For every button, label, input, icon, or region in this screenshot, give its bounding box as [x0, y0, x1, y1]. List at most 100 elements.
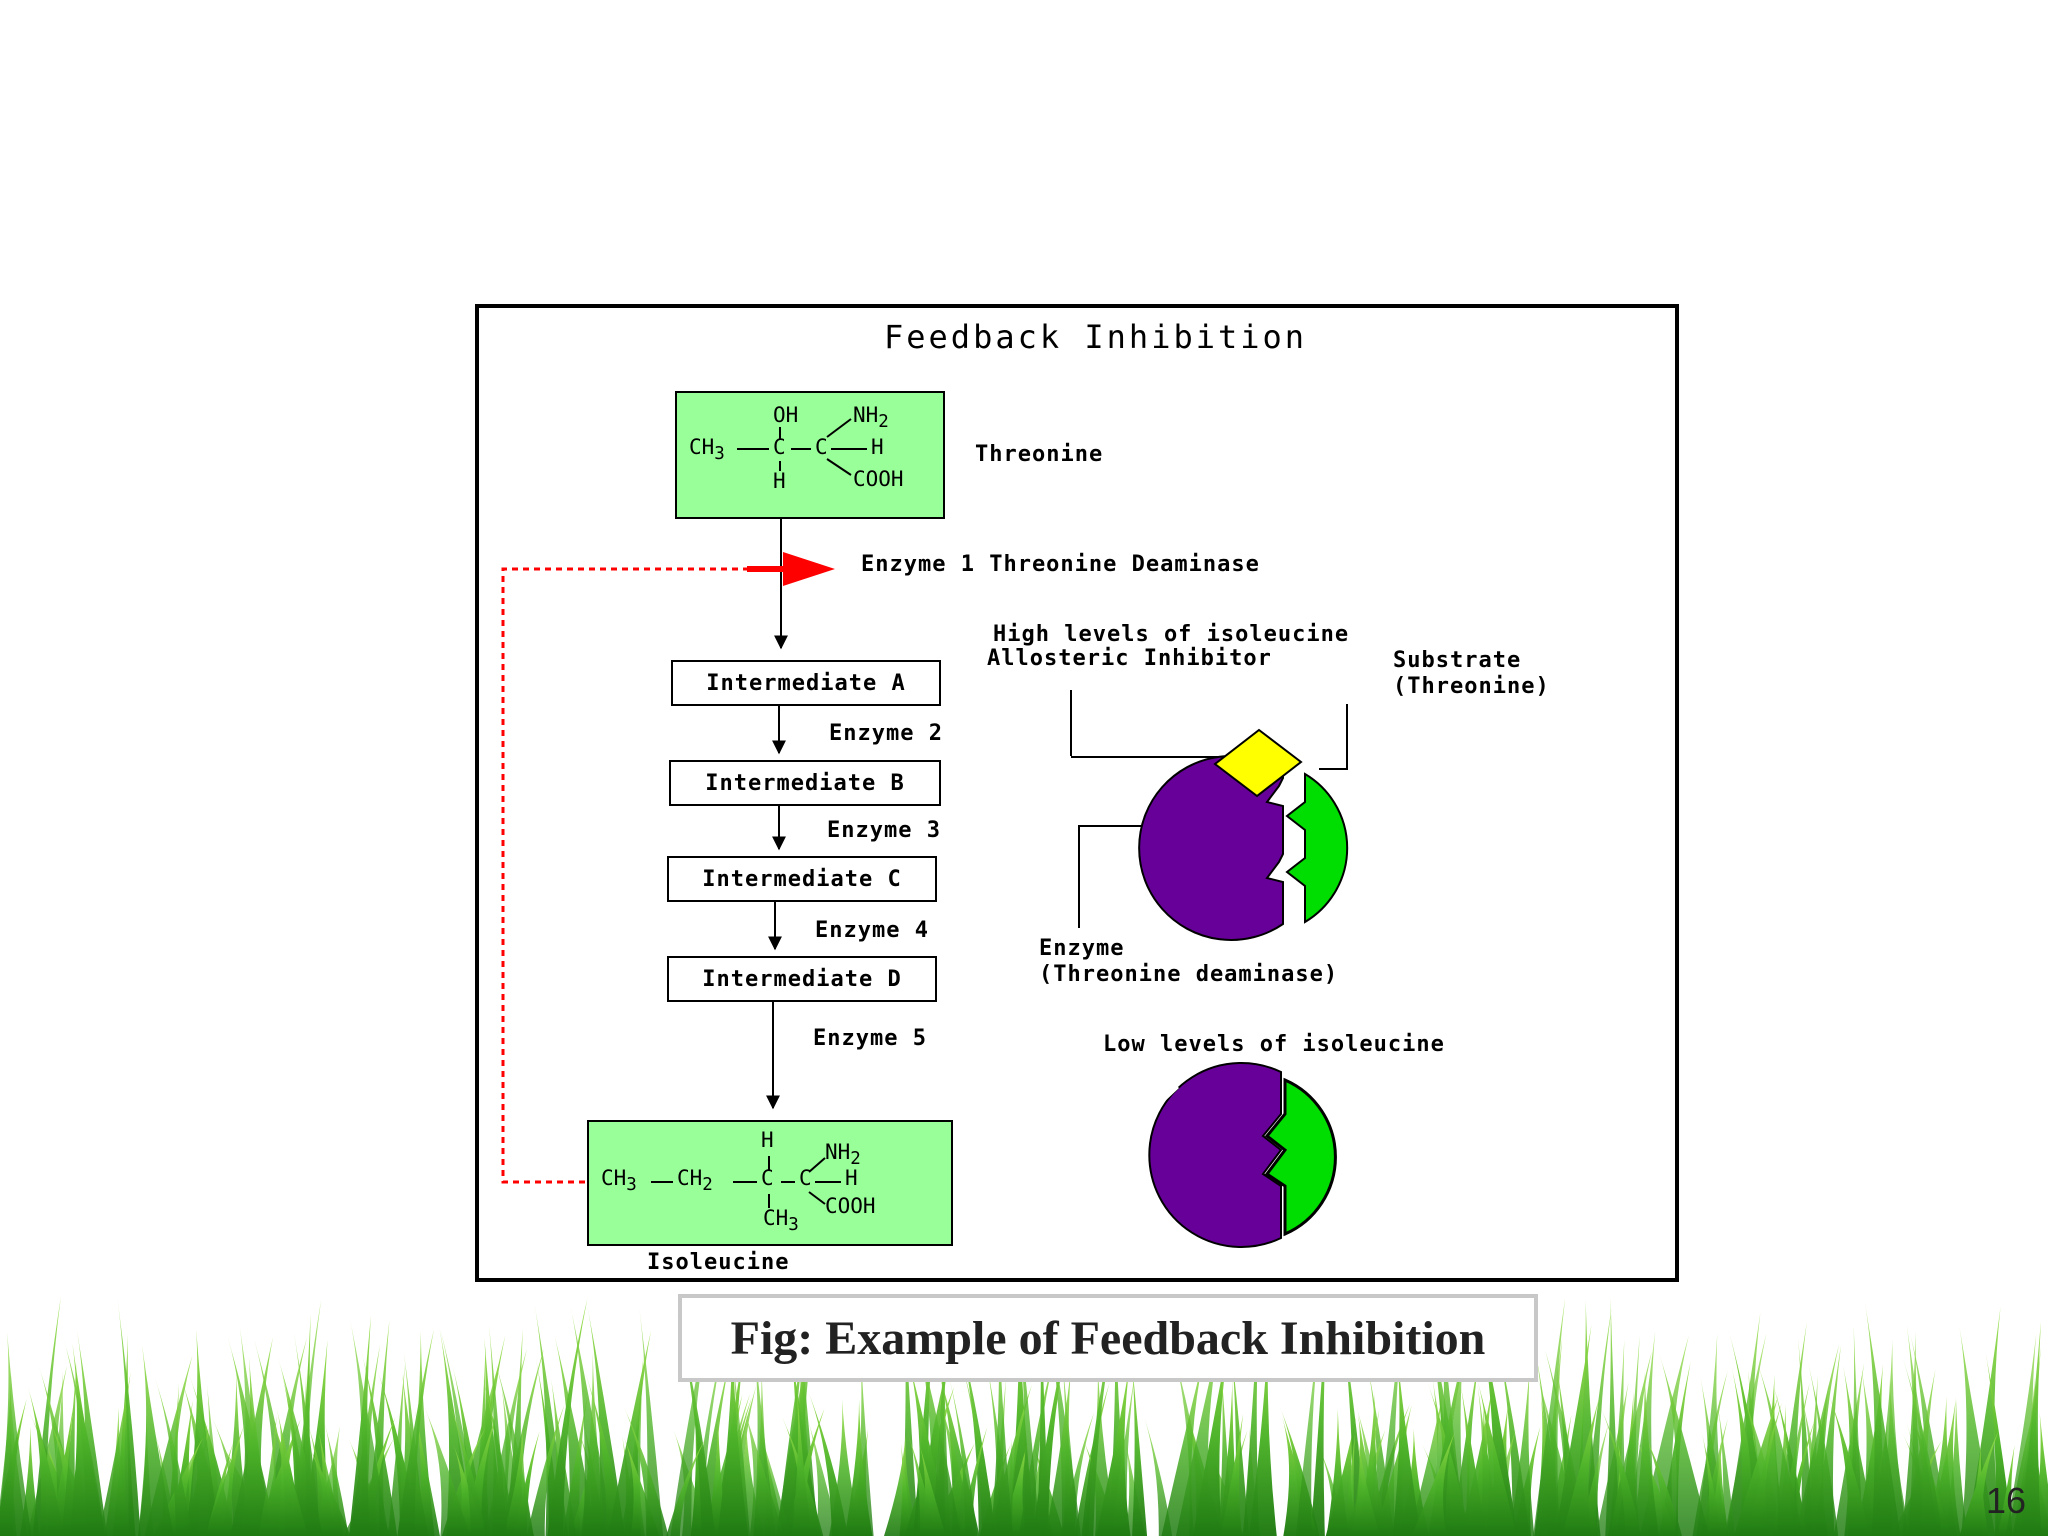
grass-blade — [732, 1353, 751, 1536]
grass-blade — [138, 1345, 174, 1536]
grass-blade — [1756, 1360, 1804, 1536]
substrate-label: Substrate — [1393, 648, 1522, 673]
allosteric-inhibitor-label: Allosteric Inhibitor — [987, 646, 1272, 671]
grass-blade — [949, 1378, 978, 1536]
grass-blade — [1966, 1306, 2001, 1536]
feedback-arrow-shaft — [747, 566, 787, 572]
grass-blade — [1959, 1326, 1996, 1536]
grass-blade — [1282, 1417, 1319, 1536]
grass-blade — [639, 1308, 664, 1536]
grass-blade — [61, 1362, 77, 1536]
grass-blade — [1700, 1418, 1728, 1536]
grass-blade — [717, 1331, 749, 1536]
figure-caption: Fig: Example of Feedback Inhibition — [678, 1294, 1538, 1382]
grass-blade — [1310, 1305, 1327, 1536]
grass-blade — [1605, 1297, 1621, 1536]
grass-blade — [77, 1330, 108, 1536]
grass-blade — [1864, 1302, 1901, 1536]
grass-blade — [622, 1404, 669, 1536]
grass-blade — [1350, 1440, 1381, 1536]
enzyme-label: Enzyme — [1039, 936, 1125, 961]
grass-blade — [185, 1329, 221, 1536]
grass-blade — [1392, 1351, 1421, 1536]
grass-blade — [666, 1439, 706, 1536]
grass-blade — [32, 1296, 61, 1536]
chem-nh2: NH2 — [853, 403, 889, 433]
grass-blade — [1692, 1370, 1728, 1536]
grass-blade — [387, 1363, 406, 1536]
intermediate-b-box: Intermediate B — [669, 760, 941, 806]
isoleucine-structure-box: H NH2 CH3 CH2 C C H COOH CH3 — [587, 1120, 953, 1246]
grass-blade — [1081, 1305, 1118, 1536]
grass-blade — [205, 1443, 233, 1536]
grass-blade — [907, 1432, 936, 1536]
grass-blade — [0, 1332, 32, 1536]
grass-blade — [397, 1328, 435, 1536]
substrate-shape — [1285, 772, 1349, 924]
grass-blade — [586, 1303, 626, 1536]
chem-c1-iso: C — [761, 1166, 774, 1190]
grass-blade — [1045, 1366, 1076, 1536]
grass-blade — [791, 1393, 812, 1536]
grass-blade — [1702, 1433, 1722, 1536]
grass-blade — [1032, 1321, 1071, 1536]
grass-blade — [1659, 1352, 1710, 1536]
grass-blade — [607, 1330, 652, 1536]
grass-blade — [503, 1427, 535, 1536]
grass-blade — [27, 1385, 65, 1536]
grass-blade — [526, 1405, 565, 1536]
grass-blade — [349, 1318, 389, 1536]
chem-c1: C — [773, 435, 786, 459]
grass-blade — [1192, 1331, 1231, 1536]
chem-nh2-iso: NH2 — [825, 1140, 861, 1170]
grass-blade — [1985, 1352, 2013, 1536]
grass-blade — [1343, 1434, 1356, 1536]
low-levels-label: Low levels of isoleucine — [1103, 1032, 1445, 1057]
feedback-inhibition-figure: Feedback Inhibition OH NH2 CH3 C C H H C… — [475, 304, 1679, 1282]
grass-blade — [1733, 1393, 1779, 1536]
grass-blade — [1460, 1384, 1487, 1536]
grass-blade — [1295, 1334, 1319, 1536]
grass-blade — [1959, 1430, 1999, 1536]
isoleucine-bonds — [651, 1156, 841, 1208]
intermediate-d-box: Intermediate D — [667, 956, 937, 1002]
chem-c2: C — [815, 435, 828, 459]
grass-blade — [844, 1399, 873, 1536]
grass-blade — [580, 1353, 607, 1536]
high-levels-label: High levels of isoleucine — [993, 622, 1350, 647]
chem-ch2-iso: CH2 — [677, 1166, 713, 1196]
grass-blade — [169, 1400, 193, 1536]
grass-blade — [675, 1306, 716, 1536]
grass-blade — [307, 1423, 337, 1536]
chem-cooh-iso: COOH — [825, 1194, 876, 1218]
grass-blade — [1860, 1370, 1892, 1536]
enzyme-4-label: Enzyme 4 — [815, 918, 929, 943]
grass-blade — [547, 1298, 588, 1536]
grass-blade — [360, 1348, 398, 1536]
chem-ch3: CH3 — [689, 435, 725, 465]
grass-blade — [424, 1406, 470, 1536]
grass-blade — [1633, 1371, 1659, 1536]
grass-blade — [990, 1326, 1014, 1536]
page-number: 16 — [1985, 1480, 2026, 1521]
feedback-arrow-head — [783, 552, 835, 586]
grass-blade — [1533, 1298, 1566, 1536]
grass-blade — [98, 1372, 131, 1536]
grass-blade — [1144, 1418, 1173, 1536]
chem-cooh: COOH — [853, 467, 904, 491]
isoleucine-label: Isoleucine — [647, 1250, 790, 1275]
allosteric-inhibitor-shape — [1213, 728, 1303, 798]
intermediate-c-box: Intermediate C — [667, 856, 937, 902]
diagram-title: Feedback Inhibition — [884, 318, 1308, 356]
enzyme-shape-active — [1148, 1062, 1283, 1248]
enzyme-5-label: Enzyme 5 — [813, 1026, 927, 1051]
grass-blade — [61, 1331, 106, 1536]
grass-blade — [1827, 1392, 1870, 1536]
grass-blade — [1538, 1337, 1563, 1536]
chem-ch3-iso: CH3 — [601, 1166, 637, 1196]
grass-blade — [1000, 1441, 1028, 1536]
grass-blade — [1906, 1324, 1939, 1536]
grass-blade — [1562, 1397, 1600, 1536]
chem-oh: OH — [773, 403, 799, 427]
